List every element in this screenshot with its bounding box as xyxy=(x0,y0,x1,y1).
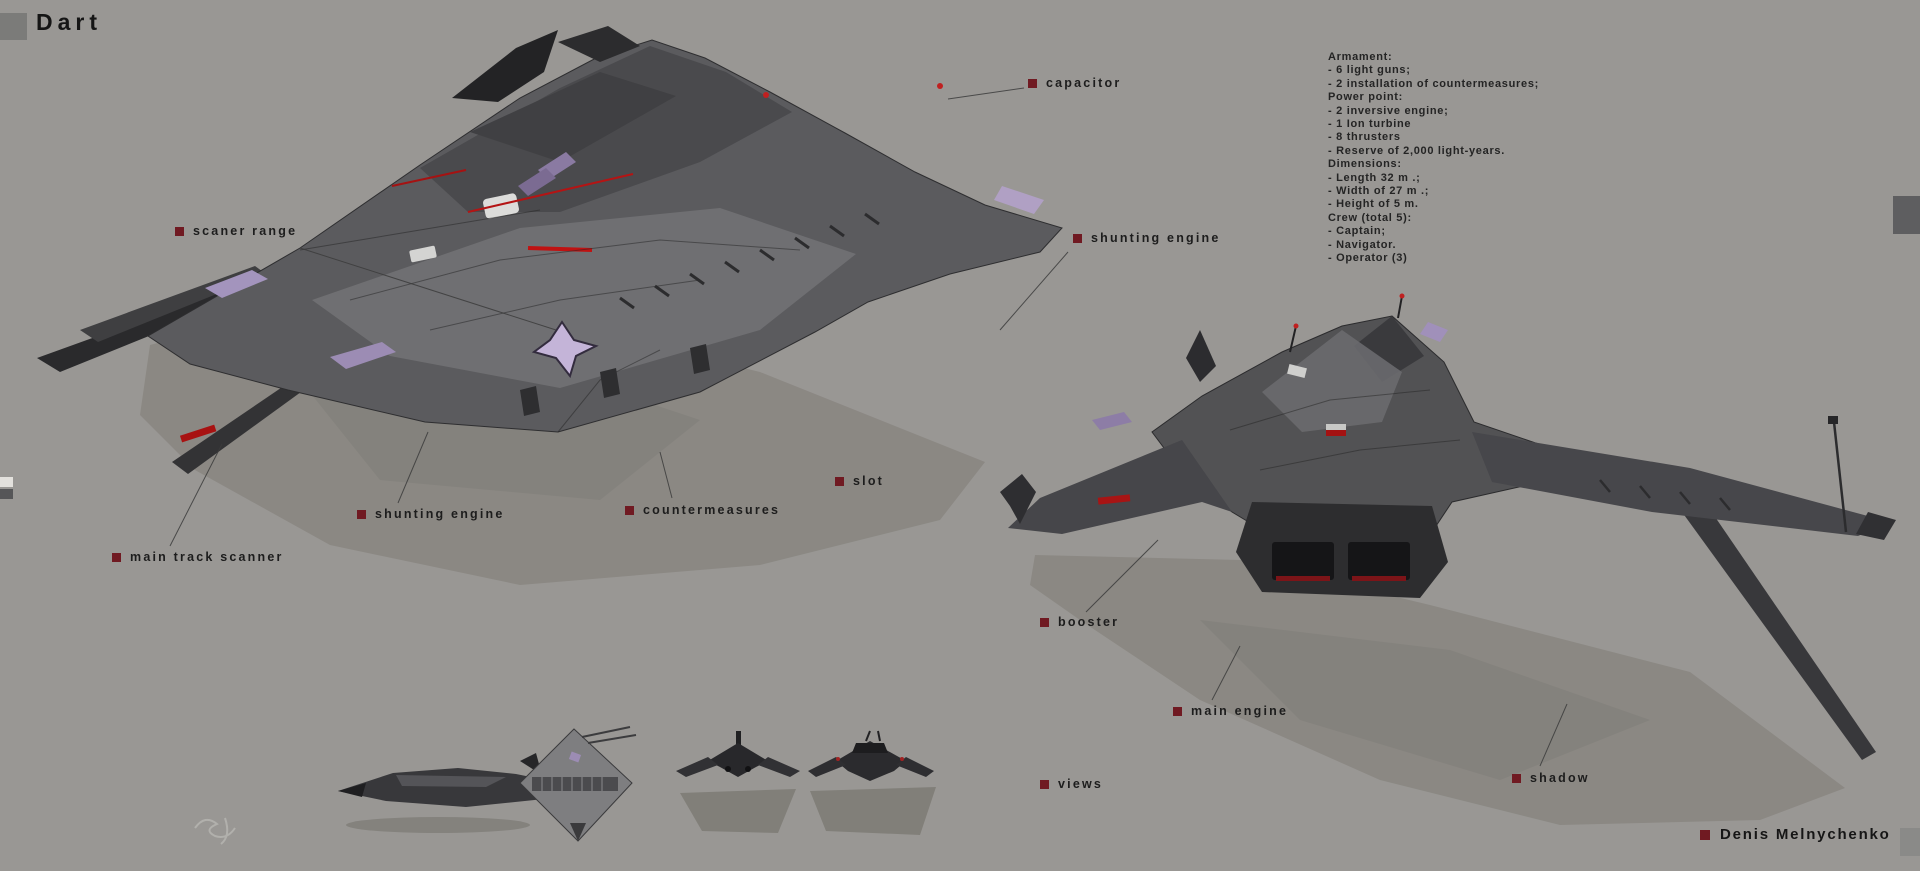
callout-label: main track scanner xyxy=(130,550,284,564)
leader-lines xyxy=(169,87,1568,767)
artist-credit: Denis Melnychenko xyxy=(1700,826,1891,843)
spec-line: - Width of 27 m .; xyxy=(1328,185,1430,198)
signature-watermark xyxy=(194,817,236,845)
left-ship-render xyxy=(37,26,1063,474)
title-accent-square xyxy=(0,13,27,40)
leader-capacitor xyxy=(947,87,1025,100)
view-side xyxy=(338,753,570,833)
callout-label: main engine xyxy=(1191,704,1289,718)
leader-countermeasures xyxy=(659,451,673,499)
spec-line: Dimensions: xyxy=(1328,158,1402,171)
spec-line: Power point: xyxy=(1328,91,1404,104)
leader-shunting-engine-right xyxy=(999,251,1069,331)
leader-scaner-range xyxy=(299,247,557,331)
leader-main-track-scanner xyxy=(169,443,223,547)
callout-label: slot xyxy=(853,474,885,488)
right-edge-square xyxy=(1893,196,1920,234)
callout-label: shunting engine xyxy=(1091,231,1221,245)
spec-line: Crew (total 5): xyxy=(1328,211,1412,224)
callout-label: booster xyxy=(1058,615,1120,629)
callout-slot: slot xyxy=(835,474,884,488)
spec-line: - 2 installation of countermeasures; xyxy=(1328,77,1540,90)
right-ship-shadow xyxy=(1030,555,1845,825)
left-edge-square-dark xyxy=(0,489,13,499)
callout-marker-icon xyxy=(112,552,121,562)
right-ship-render xyxy=(1000,293,1896,760)
callout-label: countermeasures xyxy=(643,503,781,517)
callout-scaner-range: scaner range xyxy=(175,224,297,238)
spec-line: - 8 thrusters xyxy=(1328,131,1401,144)
callout-marker-icon xyxy=(1512,773,1521,783)
leader-shadow xyxy=(1539,703,1568,767)
view-back xyxy=(808,730,936,835)
callout-label: capacitor xyxy=(1046,76,1122,90)
credit-marker-icon xyxy=(1700,829,1710,840)
callout-marker-icon xyxy=(175,226,184,236)
callout-shadow: shadow xyxy=(1512,771,1590,785)
spec-line: - Length 32 m .; xyxy=(1328,171,1421,184)
spec-line: - Captain; xyxy=(1328,225,1386,238)
callout-marker-icon xyxy=(625,505,634,515)
callout-marker-icon xyxy=(1040,617,1049,627)
spec-line: - Height of 5 m. xyxy=(1328,198,1419,211)
spec-line: - 2 inversive engine; xyxy=(1328,104,1449,117)
callout-main-engine: main engine xyxy=(1173,704,1288,718)
callout-marker-icon xyxy=(357,509,366,519)
callout-label: shunting engine xyxy=(375,507,505,521)
spec-line: - Navigator. xyxy=(1328,238,1397,251)
callout-shunting-engine-left: shunting engine xyxy=(357,507,505,521)
callout-capacitor: capacitor xyxy=(1028,76,1121,90)
callout-shunting-engine-right: shunting engine xyxy=(1073,231,1221,245)
view-front xyxy=(676,731,800,833)
callout-label: shadow xyxy=(1530,771,1590,785)
left-edge-square-white xyxy=(0,477,13,487)
spec-line: - 6 light guns; xyxy=(1328,64,1411,77)
callout-label: scaner range xyxy=(193,224,298,238)
callout-marker-icon xyxy=(1028,78,1037,88)
callout-marker-icon xyxy=(835,476,844,486)
artist-credit-label: Denis Melnychenko xyxy=(1720,826,1891,843)
view-top xyxy=(519,726,637,842)
callout-main-track-scanner: main track scanner xyxy=(112,550,284,564)
bottom-right-square xyxy=(1900,828,1920,856)
spec-line: - Operator (3) xyxy=(1328,252,1408,265)
leader-main-engine xyxy=(1211,645,1241,701)
spec-sheet: Armament:- 6 light guns;- 2 installation… xyxy=(1328,51,1578,266)
callout-marker-icon xyxy=(1073,233,1082,243)
leader-booster xyxy=(1085,539,1159,613)
callout-booster: booster xyxy=(1040,615,1119,629)
callout-countermeasures: countermeasures xyxy=(625,503,780,517)
callout-views: views xyxy=(1040,777,1103,791)
leader-shunting-engine-left xyxy=(397,431,429,504)
callout-marker-icon xyxy=(1173,706,1182,716)
page-title: Dart xyxy=(36,9,103,35)
spec-line: Armament: xyxy=(1328,51,1393,63)
callout-label: views xyxy=(1058,777,1104,791)
spec-line: - 1 Ion turbine xyxy=(1328,118,1412,131)
spec-line: - Reserve of 2,000 light-years. xyxy=(1328,144,1505,157)
callout-marker-icon xyxy=(1040,779,1049,789)
views-strip xyxy=(338,726,936,842)
